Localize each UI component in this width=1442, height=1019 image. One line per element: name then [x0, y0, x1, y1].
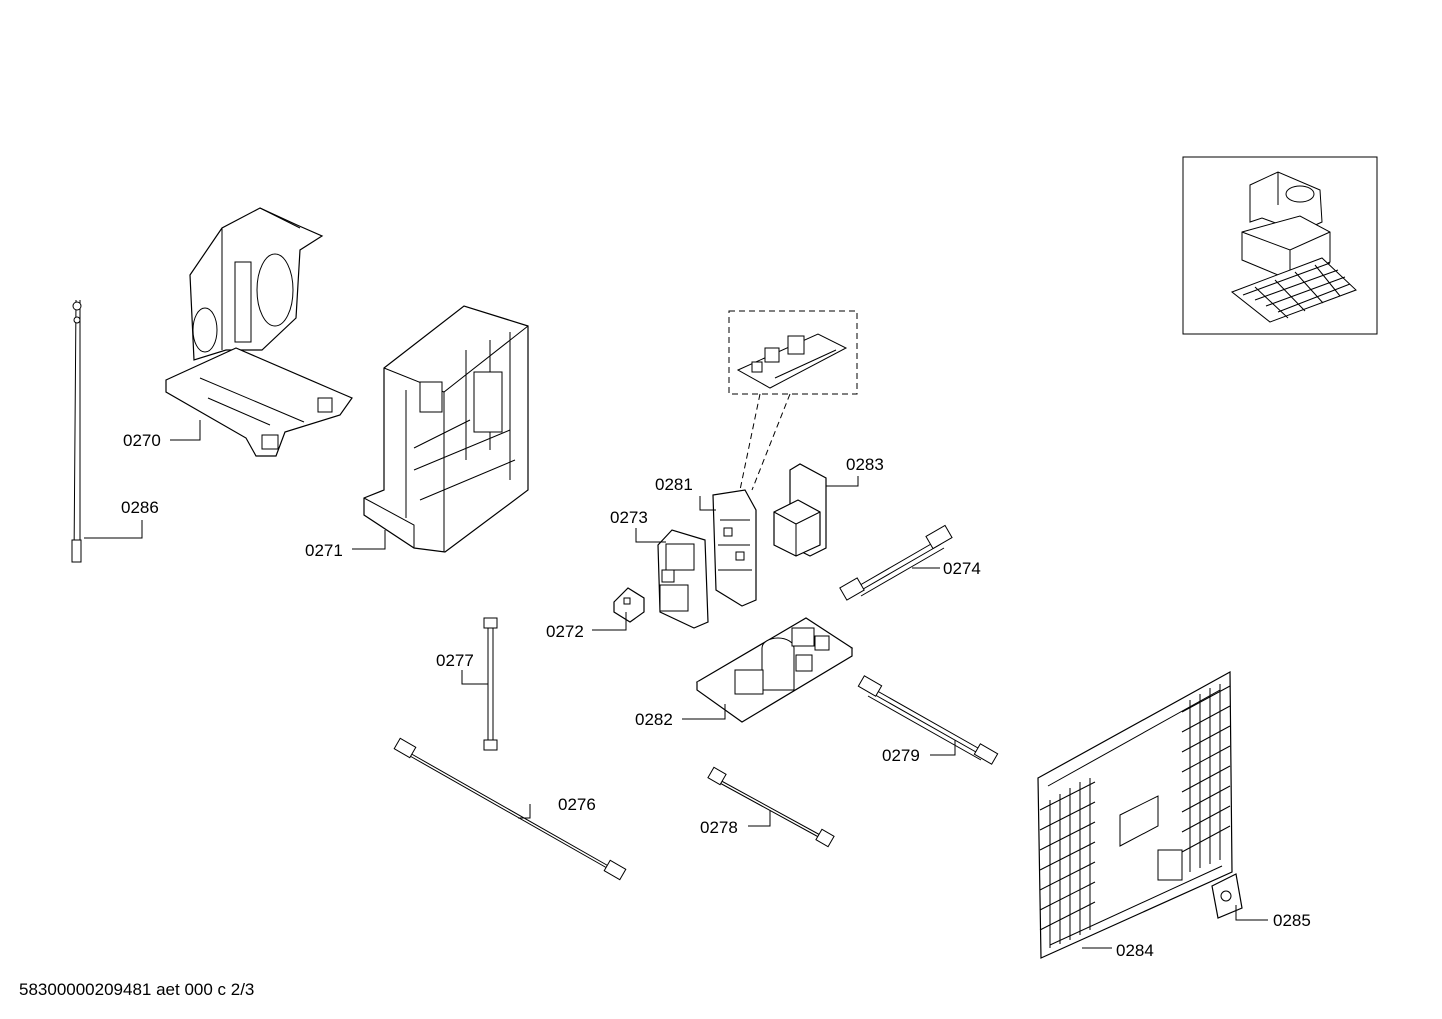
part-0278-cable — [707, 766, 835, 848]
leader-lines — [84, 420, 1268, 949]
label-0282: 0282 — [635, 710, 673, 729]
label-0281: 0281 — [655, 475, 693, 494]
board-detail-inset — [728, 310, 858, 491]
part-0284-grille-panel — [1037, 670, 1233, 959]
label-0284: 0284 — [1116, 941, 1154, 960]
part-0283-transformer — [773, 463, 827, 557]
label-0283: 0283 — [846, 455, 884, 474]
part-0273-relay-board — [657, 529, 709, 629]
label-0273: 0273 — [610, 508, 648, 527]
part-0286-cable — [71, 299, 82, 563]
label-0278: 0278 — [700, 818, 738, 837]
label-0272: 0272 — [546, 622, 584, 641]
part-0285-cover — [1211, 873, 1243, 919]
part-0276-cable — [393, 737, 627, 881]
part-0277-cable — [483, 617, 498, 751]
part-0272-clip — [613, 587, 645, 623]
label-0274: 0274 — [943, 559, 981, 578]
document-footer-code: 58300000209481 aet 000 c 2/3 — [19, 980, 255, 999]
part-0279-harness — [857, 675, 999, 765]
part-0281-control-board — [712, 489, 757, 607]
part-0282-power-board — [695, 617, 854, 723]
label-0285: 0285 — [1273, 911, 1311, 930]
label-0270: 0270 — [123, 431, 161, 450]
part-0271-frame — [363, 305, 529, 553]
label-0271: 0271 — [305, 541, 343, 560]
part-labels: 0270 0286 0271 0272 0273 0281 0283 0274 … — [121, 431, 1311, 960]
label-0276: 0276 — [558, 795, 596, 814]
overview-inset — [1182, 156, 1378, 335]
label-0279: 0279 — [882, 746, 920, 765]
part-0274-harness — [839, 524, 953, 601]
part-0270-bracket — [165, 207, 353, 457]
label-0286: 0286 — [121, 498, 159, 517]
label-0277: 0277 — [436, 651, 474, 670]
